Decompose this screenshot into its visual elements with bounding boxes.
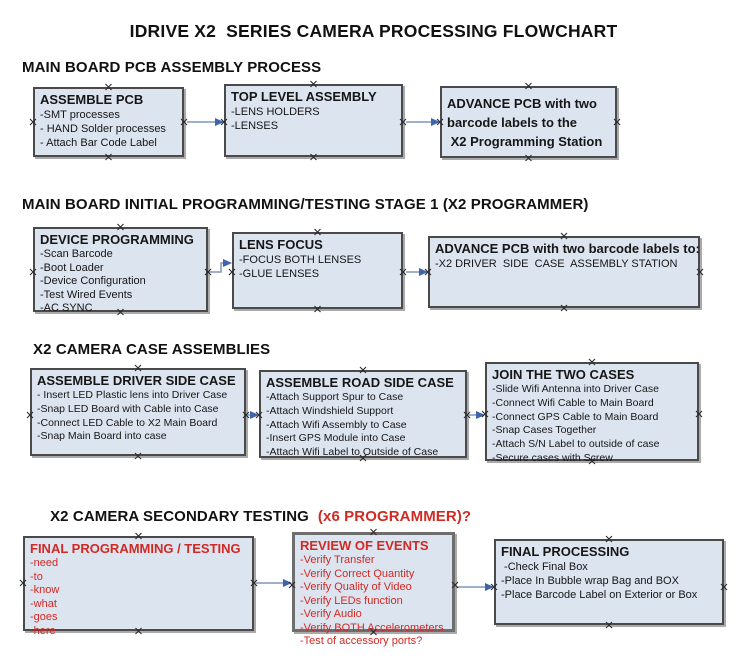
section-heading-secondary-testing: X2 CAMERA SECONDARY TESTING (x6 PROGRAMME…: [33, 491, 471, 542]
box-item: -Verify BOTH Accelerometers: [300, 621, 444, 634]
box-item: -Slide Wifi Antenna into Driver Case: [492, 383, 659, 395]
box-item: -Snap LED Board with Cable into Case: [37, 402, 219, 415]
section-heading-secondary-testing-text: X2 CAMERA SECONDARY TESTING: [50, 508, 309, 525]
section-heading-programmer-question: (x6 PROGRAMMER)?: [317, 508, 472, 525]
box-item: -here: [30, 624, 56, 637]
box-title: LENS FOCUS: [239, 237, 323, 252]
box-item: -Device Configuration: [40, 275, 146, 287]
box-item: -X2 DRIVER SIDE CASE ASSEMBLY STATION: [435, 258, 678, 270]
section-heading-case-assemblies: X2 CAMERA CASE ASSEMBLIES: [33, 341, 271, 358]
box-item: -SMT processes: [40, 109, 120, 121]
box-title: REVIEW OF EVENTS: [300, 538, 429, 553]
box-item: -Snap Main Board into case: [37, 430, 167, 443]
flow-box-assemble-driver-side-case[interactable]: ASSEMBLE DRIVER SIDE CASE - Insert LED P…: [30, 368, 246, 456]
box-item: -Attach Windshield Support: [266, 404, 394, 417]
box-item: -Attach Wifi Label to Outside of Case: [266, 446, 439, 459]
box-item: -Test of accessory ports?: [300, 635, 423, 647]
box-item: -Attach Wifi Assembly to Case: [266, 418, 407, 431]
box-title: ASSEMBLE DRIVER SIDE CASE: [37, 373, 236, 388]
box-title: FINAL PROCESSING: [501, 544, 630, 559]
box-item: -Connect Wifi Cable to Main Board: [492, 396, 654, 409]
box-item: -Secure cases with Screw: [492, 451, 613, 464]
box-title: ASSEMBLE ROAD SIDE CASE: [266, 375, 454, 390]
flow-box-device-programming[interactable]: DEVICE PROGRAMMING -Scan Barcode -Boot L…: [33, 227, 208, 314]
box-item: -Scan Barcode: [40, 248, 113, 260]
flow-box-top-level-assembly[interactable]: TOP LEVEL ASSEMBLY -LENS HOLDERS -LENSES: [224, 84, 403, 157]
box-item: -Verify Audio: [300, 608, 362, 620]
box-item: -Verify LEDs function: [300, 594, 403, 607]
box-item: -Boot Loader: [40, 261, 104, 274]
box-title: JOIN THE TWO CASES: [492, 367, 635, 382]
flow-box-final-processing[interactable]: FINAL PROCESSING -Check Final Box -Place…: [494, 539, 724, 625]
box-item: -Snap Cases Together: [492, 424, 597, 437]
box-item: -Attach S/N Label to outside of case: [492, 438, 660, 451]
flow-box-lens-focus[interactable]: LENS FOCUS -FOCUS BOTH LENSES -GLUE LENS…: [232, 232, 403, 309]
box-item: -GLUE LENSES: [239, 268, 320, 280]
flow-box-review-of-events[interactable]: REVIEW OF EVENTS -Verify Transfer -Verif…: [292, 532, 455, 647]
flow-box-final-programming-testing[interactable]: FINAL PROGRAMMING / TESTING -need -to -k…: [23, 536, 254, 637]
box-line: ADVANCE PCB with two: [447, 96, 597, 111]
box-title: ASSEMBLE PCB: [40, 92, 144, 107]
box-line: barcode labels to the: [447, 115, 578, 130]
box-item: -to: [30, 570, 43, 583]
section-heading-initial-programming: MAIN BOARD INITIAL PROGRAMMING/TESTING S…: [22, 196, 589, 213]
box-item: - HAND Solder processes: [40, 123, 166, 135]
box-item: -Verify Quality of Video: [300, 581, 412, 593]
box-title: DEVICE PROGRAMMING: [40, 232, 194, 247]
box-item: -need: [30, 557, 59, 569]
flow-box-assemble-road-side-case[interactable]: ASSEMBLE ROAD SIDE CASE -Attach Support …: [259, 370, 467, 458]
box-title: TOP LEVEL ASSEMBLY: [231, 89, 377, 104]
box-item: -Check Final Box: [501, 561, 588, 573]
box-item: -Place In Bubble wrap Bag and BOX: [501, 575, 679, 587]
box-item: -AC SYNC: [40, 302, 93, 314]
section-heading-pcb-assembly: MAIN BOARD PCB ASSEMBLY PROCESS: [22, 59, 322, 76]
box-item: -FOCUS BOTH LENSES: [239, 254, 362, 266]
box-item: -Insert GPS Module into Case: [266, 432, 406, 445]
box-item: -Verify Transfer: [300, 554, 375, 566]
box-item: -what: [30, 597, 57, 610]
page-title: IDRIVE X2 SERIES CAMERA PROCESSING FLOWC…: [129, 21, 618, 41]
flow-box-join-the-two-cases[interactable]: JOIN THE TWO CASES -Slide Wifi Antenna i…: [485, 362, 699, 464]
box-item: -Verify Correct Quantity: [300, 567, 415, 580]
box-title: FINAL PROGRAMMING / TESTING: [30, 541, 241, 556]
box-item: -Connect GPS Cable to Main Board: [492, 410, 659, 423]
box-item: -goes: [30, 611, 58, 623]
box-line: X2 Programming Station: [447, 134, 603, 149]
flow-box-assemble-pcb[interactable]: ASSEMBLE PCB -SMT processes - HAND Solde…: [33, 87, 184, 157]
flow-box-advance-pcb-driver-side[interactable]: ADVANCE PCB with two barcode labels to: …: [428, 236, 700, 308]
box-item: -Attach Support Spur to Case: [266, 391, 404, 403]
box-item: - Attach Bar Code Label: [40, 137, 157, 149]
box-item: -Test Wired Events: [40, 288, 133, 301]
box-item: -Connect LED Cable to X2 Main Board: [37, 416, 218, 429]
box-title: ADVANCE PCB with two barcode labels to:: [435, 241, 700, 256]
box-item: -know: [30, 584, 60, 596]
box-item: -Place Barcode Label on Exterior or Box: [501, 589, 698, 601]
box-item: -LENSES: [231, 120, 279, 132]
box-item: -LENS HOLDERS: [231, 106, 320, 118]
flow-box-advance-pcb-programming-station[interactable]: ADVANCE PCB with two barcode labels to t…: [440, 86, 617, 158]
box-item: - Insert LED Plastic lens into Driver Ca…: [37, 389, 228, 401]
